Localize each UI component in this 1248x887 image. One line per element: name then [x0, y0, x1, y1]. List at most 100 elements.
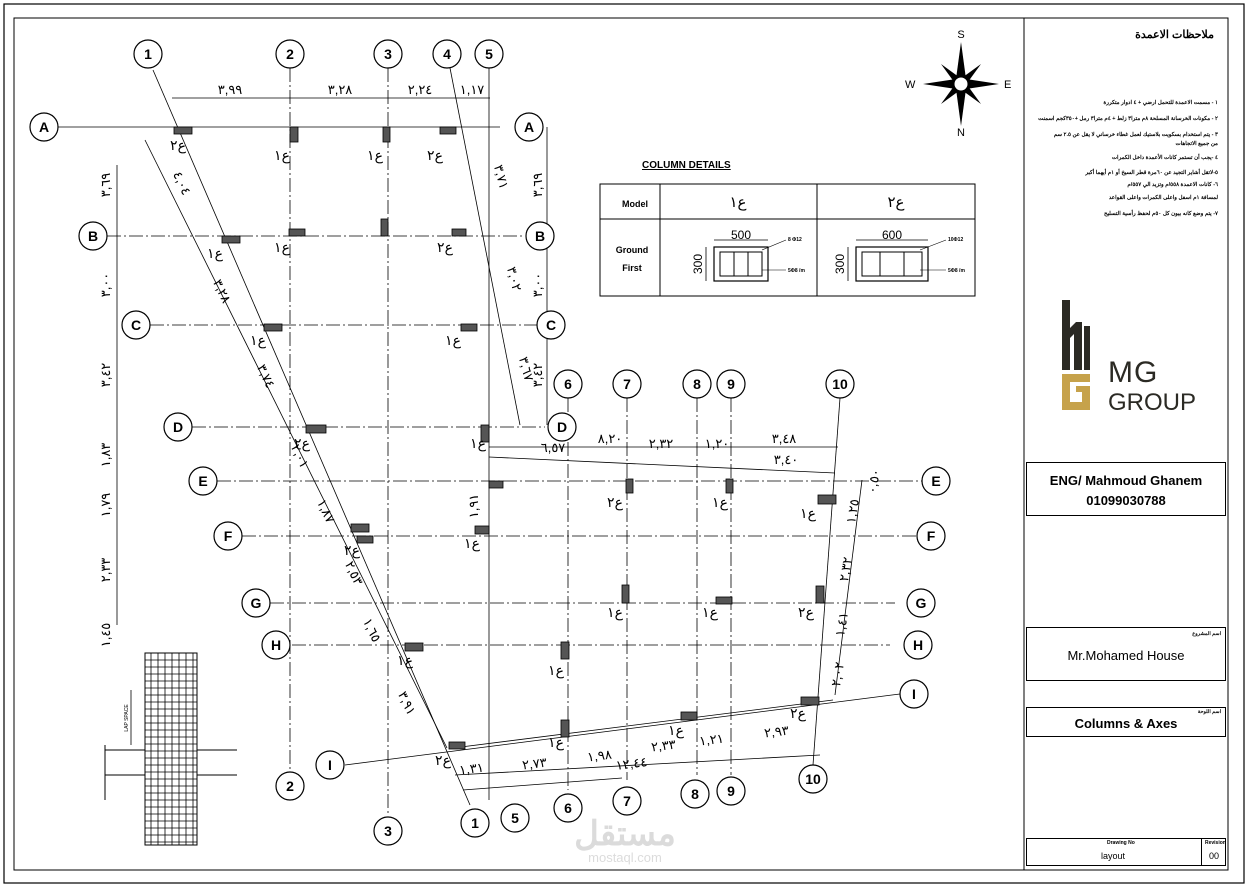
column-rect	[305, 424, 327, 434]
compass-needle-icon	[961, 79, 999, 89]
axis-bubble-label: 8	[691, 786, 699, 802]
dim-misc-label: ٣,٧١	[491, 163, 512, 191]
axis-bubble-circle	[553, 793, 583, 823]
column-rect	[439, 126, 457, 135]
axis-bubble-I: I	[315, 750, 345, 780]
axis-bubble-label: F	[927, 528, 936, 544]
notes-title: ملاحظات الاعمدة	[1135, 29, 1214, 41]
dim-d-label: ٣,٤٨	[772, 431, 797, 446]
axis-bubble-label: A	[524, 119, 534, 135]
column-details-table: COLUMN DETAILS Model Ground First ع١ ع٢ …	[599, 160, 976, 297]
axis-bubble-circle	[241, 588, 271, 618]
axis-bubble-circle	[612, 369, 642, 399]
model-label: Model	[622, 199, 648, 209]
logo-text-group: GROUP	[1108, 389, 1197, 416]
revision-value: 00	[1209, 851, 1220, 861]
column-rect	[800, 696, 820, 706]
column-type-tag: ع١	[548, 734, 565, 751]
axis-bubble-circle	[536, 310, 566, 340]
column-rect	[621, 584, 630, 604]
dim-left-label: ٣,٦٩	[98, 173, 113, 198]
note-item: لمسافة ١م اسفل واعلى الكمرات واعلى القوا…	[1108, 195, 1218, 201]
axis-bubble-label: G	[916, 595, 927, 611]
axis-line-10	[812, 397, 841, 766]
axis-bubble-6: 6	[553, 793, 583, 823]
first-label: First	[622, 263, 642, 273]
column-type-tag: ع١	[607, 604, 624, 621]
axis-bubble-label: 10	[805, 771, 821, 787]
dim-top-label: ٢,٢٤	[408, 82, 433, 97]
axis-bubble-A: A	[29, 112, 59, 142]
axis-bubble-E: E	[188, 466, 218, 496]
axis-bubble-label: B	[535, 228, 545, 244]
axis-bubble-3: 3	[373, 816, 403, 846]
column-type-tag: ع١	[274, 239, 291, 256]
column-rect	[404, 642, 424, 652]
column-type-tag: ع٢	[435, 752, 452, 769]
axis-bubble-label: 6	[564, 800, 572, 816]
project-name: Mr.Mohamed House	[1067, 648, 1185, 663]
axis-bubble-H: H	[261, 630, 291, 660]
column-type-tag: ع١	[274, 147, 291, 164]
column-rect	[356, 535, 374, 544]
dim-left-label: ١,٧٩	[98, 493, 113, 518]
column-type-tag: ع١	[445, 332, 462, 349]
column-type-tag: ع٢	[607, 494, 624, 511]
compass-left-label: W	[905, 79, 916, 91]
column-rect	[451, 228, 467, 237]
column-type-tag: ع١	[464, 535, 481, 552]
compass-needle-icon	[923, 79, 961, 89]
axis-bubble-label: 7	[623, 793, 631, 809]
engineer-phone: 01099030788	[1086, 493, 1166, 508]
axis-bubble-label: D	[557, 419, 567, 435]
dim-right-label: ٣,٦٩	[530, 173, 545, 198]
note-item: ٤ -يجب أن تستمر كانات الأعمدة داخل الكمر…	[1111, 155, 1218, 161]
column-rect	[488, 480, 504, 489]
axis-bubble-circle	[906, 588, 936, 618]
axis-bubble-10: 10	[825, 369, 855, 399]
axis-bubble-circle	[373, 816, 403, 846]
axis-bubble-2: 2	[275, 39, 305, 69]
dim-diagonal-label: ١,٦٥	[360, 616, 384, 645]
compass-needle-icon	[956, 84, 966, 126]
column-rect	[680, 711, 698, 721]
column-rect	[715, 596, 733, 605]
axis-bubble-label: 5	[485, 46, 493, 62]
axis-bubble-label: 3	[384, 46, 392, 62]
dim-d-label: ٣,٤٠	[774, 452, 799, 467]
drawing-no-caption: Drawing No	[1107, 840, 1135, 846]
axis-bubble-G: G	[906, 588, 936, 618]
column-rect	[815, 585, 825, 604]
column-rect	[289, 126, 299, 143]
column-type-tag: ع١	[800, 505, 817, 522]
axis-bubble-circle	[213, 521, 243, 551]
note-item: من جميع الاتجاهات	[1175, 141, 1218, 147]
dim-left-label: ٢,٣٣	[98, 558, 113, 583]
axis-bubble-circle	[525, 221, 555, 251]
axis-bubble-circle	[474, 39, 504, 69]
axis-bubble-circle	[432, 39, 462, 69]
dim-bottom-label: ٢,٧٣	[521, 755, 547, 773]
column-rect	[448, 741, 466, 750]
note-item: ٥-لاتقل أشاير التجيد عن ٦٠مرة قطر السيخ …	[1085, 170, 1218, 176]
dim-diagonal-label: ٣,٩١	[395, 689, 419, 718]
axis-bubble-label: H	[913, 637, 923, 653]
details-frame	[599, 183, 976, 297]
column-rect	[460, 323, 478, 332]
dim-line-right-lower	[834, 479, 863, 696]
note-item: ٧- يتم وضع كانه بيون كل ٥٠م لحفظ رأسية ا…	[1103, 211, 1218, 217]
sheet-title: Columns & Axes	[1074, 716, 1178, 731]
revision-caption: Revision	[1205, 840, 1226, 846]
axis-bubble-3: 3	[373, 39, 403, 69]
dim-line-bottom2	[462, 777, 623, 791]
dim-right-lower-label: ٠,٥٠	[864, 468, 883, 495]
type-1-name: ع١	[729, 194, 746, 211]
axis-bubble-circle	[798, 764, 828, 794]
detail-hatch	[145, 653, 197, 845]
project-block: اسم المشروع Mr.Mohamed House	[1026, 627, 1226, 681]
dim-misc-label: ١,٩١	[466, 494, 481, 519]
note-item: ٢ - مكونات الخرسانة المسلحة ٨م مترا٣ زلط…	[1038, 116, 1218, 122]
leader-line	[919, 239, 947, 251]
dim-diagonal-label: ٣,٧٤	[254, 362, 278, 391]
